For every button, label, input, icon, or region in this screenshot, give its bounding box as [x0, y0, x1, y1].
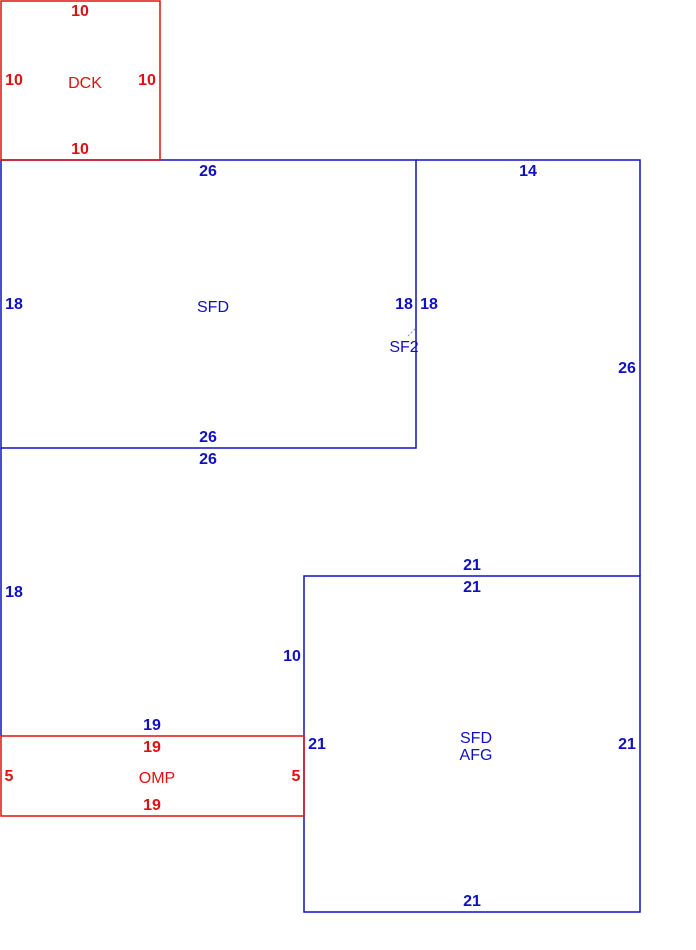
- sfd-area-label: SFD: [197, 299, 229, 316]
- afg-left-dimension: 21: [308, 736, 326, 753]
- omp-area-label: OMP: [139, 770, 175, 787]
- dck-top-dimension: 10: [71, 3, 89, 20]
- sf2-left-dimension: 18: [420, 296, 438, 313]
- sf2-outline: [416, 159, 641, 576]
- afg-area-label-line2: AFG: [460, 747, 493, 764]
- omp-outline: [0, 735, 305, 817]
- dck-bottom-dimension: 10: [71, 141, 89, 158]
- omp-right-dimension: 5: [292, 768, 301, 785]
- dck-left-dimension: 10: [5, 72, 23, 89]
- sfd-upper-outline: [0, 159, 417, 449]
- dck-area-label: DCK: [68, 75, 102, 92]
- sf2-area-label: SF2: [389, 339, 418, 356]
- omp-top-dimension: 19: [143, 739, 161, 756]
- sf2-leader-line: [407, 327, 417, 337]
- omp-bottom-dimension: 19: [143, 797, 161, 814]
- sf2-top-dimension: 14: [519, 163, 537, 180]
- afg-area-label-line1: SFD: [460, 730, 492, 747]
- omp-left-dimension: 5: [5, 768, 14, 785]
- sfd-bottom-dimension: 26: [199, 429, 217, 446]
- lower-inner-right-dimension: 10: [283, 648, 301, 665]
- blue-outlines: [0, 159, 641, 913]
- sf2-right-dimension: 26: [618, 360, 636, 377]
- afg-top-dimension: 21: [463, 579, 481, 596]
- dck-right-dimension: 10: [138, 72, 156, 89]
- sfd-right-dimension: 18: [395, 296, 413, 313]
- afg-top-outer-dimension: 21: [463, 557, 481, 574]
- sfd-top-dimension: 26: [199, 163, 217, 180]
- sfd-left-dimension: 18: [5, 296, 23, 313]
- lower-left-dimension: 18: [5, 584, 23, 601]
- dck-outline: [0, 0, 161, 161]
- lower-bottom-dimension: 19: [143, 717, 161, 734]
- lower-top-dimension: 26: [199, 451, 217, 468]
- afg-right-dimension: 21: [618, 736, 636, 753]
- afg-bottom-dimension: 21: [463, 893, 481, 910]
- red-outlines: [0, 0, 305, 817]
